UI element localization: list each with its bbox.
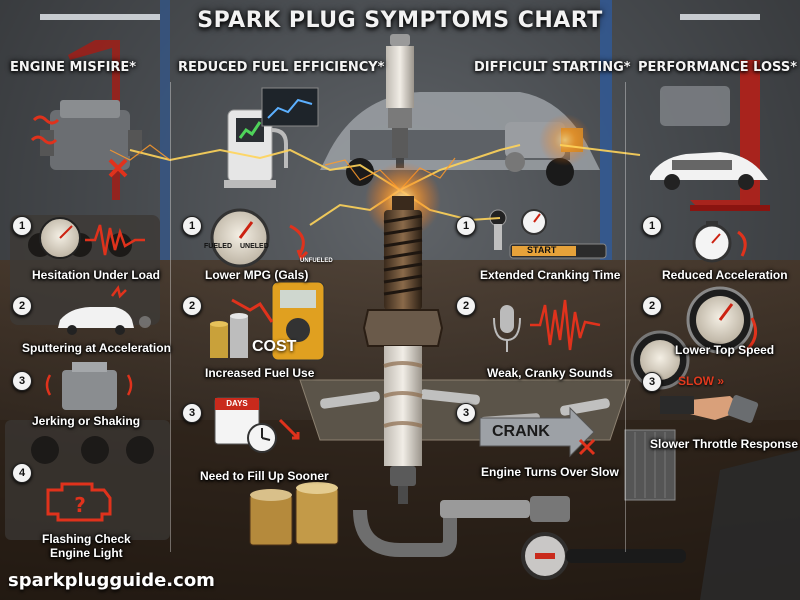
item-number: 2 — [182, 296, 202, 316]
gauge-label-uneled: UNELED — [240, 243, 269, 250]
item-number: 1 — [642, 216, 662, 236]
page-title: SPARK PLUG SYMPTOMS CHART — [197, 8, 603, 33]
symptom-label: Lower Top Speed — [675, 343, 775, 357]
symptom-label: Weak, Cranky Sounds — [487, 366, 613, 380]
gauge-label-fueled: FUELED — [204, 243, 232, 250]
crank-badge: CRANK — [492, 423, 550, 440]
symptom-label: Need to Fill Up Sooner — [200, 469, 329, 483]
symptom-label: Engine Turns Over Slow — [481, 465, 619, 479]
symptom-label: Flashing Check Engine Light — [42, 532, 131, 560]
symptom-label: Sputtering at Acceleration — [22, 341, 171, 355]
item-number: 3 — [456, 403, 476, 423]
section-header-engine-misfire: ENGINE MISFIRE* — [10, 60, 137, 75]
item-number: 4 — [12, 463, 32, 483]
symptom-label: Hesitation Under Load — [32, 268, 161, 282]
item-number: 3 — [642, 372, 662, 392]
site-url: sparkplugguide.com — [8, 570, 215, 591]
symptom-label: Reduced Acceleration — [662, 268, 788, 282]
section-header-difficult-starting: DIFFICULT STARTING* — [474, 60, 631, 75]
item-number: 2 — [642, 296, 662, 316]
section-header-reduced-fuel-efficiency: REDUCED FUEL EFFICIENCY* — [178, 60, 385, 75]
item-number: 3 — [12, 371, 32, 391]
symptom-label: Slower Throttle Response — [650, 437, 799, 451]
cost-badge: COST — [252, 338, 297, 355]
column-divider — [625, 82, 626, 552]
symptom-label: Increased Fuel Use — [205, 366, 315, 380]
section-header-performance-loss: PERFORMANCE LOSS* — [638, 60, 797, 75]
item-number: 1 — [456, 216, 476, 236]
item-number: 3 — [182, 403, 202, 423]
symptom-label: Extended Cranking Time — [480, 268, 621, 282]
days-badge: DAYS — [226, 399, 248, 408]
item-number: 2 — [12, 296, 32, 316]
column-divider — [170, 82, 171, 552]
start-badge: START — [527, 245, 557, 255]
item-number: 1 — [182, 216, 202, 236]
svg-text:?: ? — [74, 493, 86, 517]
gauge-label-unfueled: UNFUELED — [300, 258, 333, 264]
slow-badge: SLOW » — [678, 374, 725, 388]
item-number: 2 — [456, 296, 476, 316]
item-number: 1 — [12, 216, 32, 236]
symptom-label: Jerking or Shaking — [32, 414, 141, 428]
symptom-label: Lower MPG (Gals) — [205, 268, 309, 282]
